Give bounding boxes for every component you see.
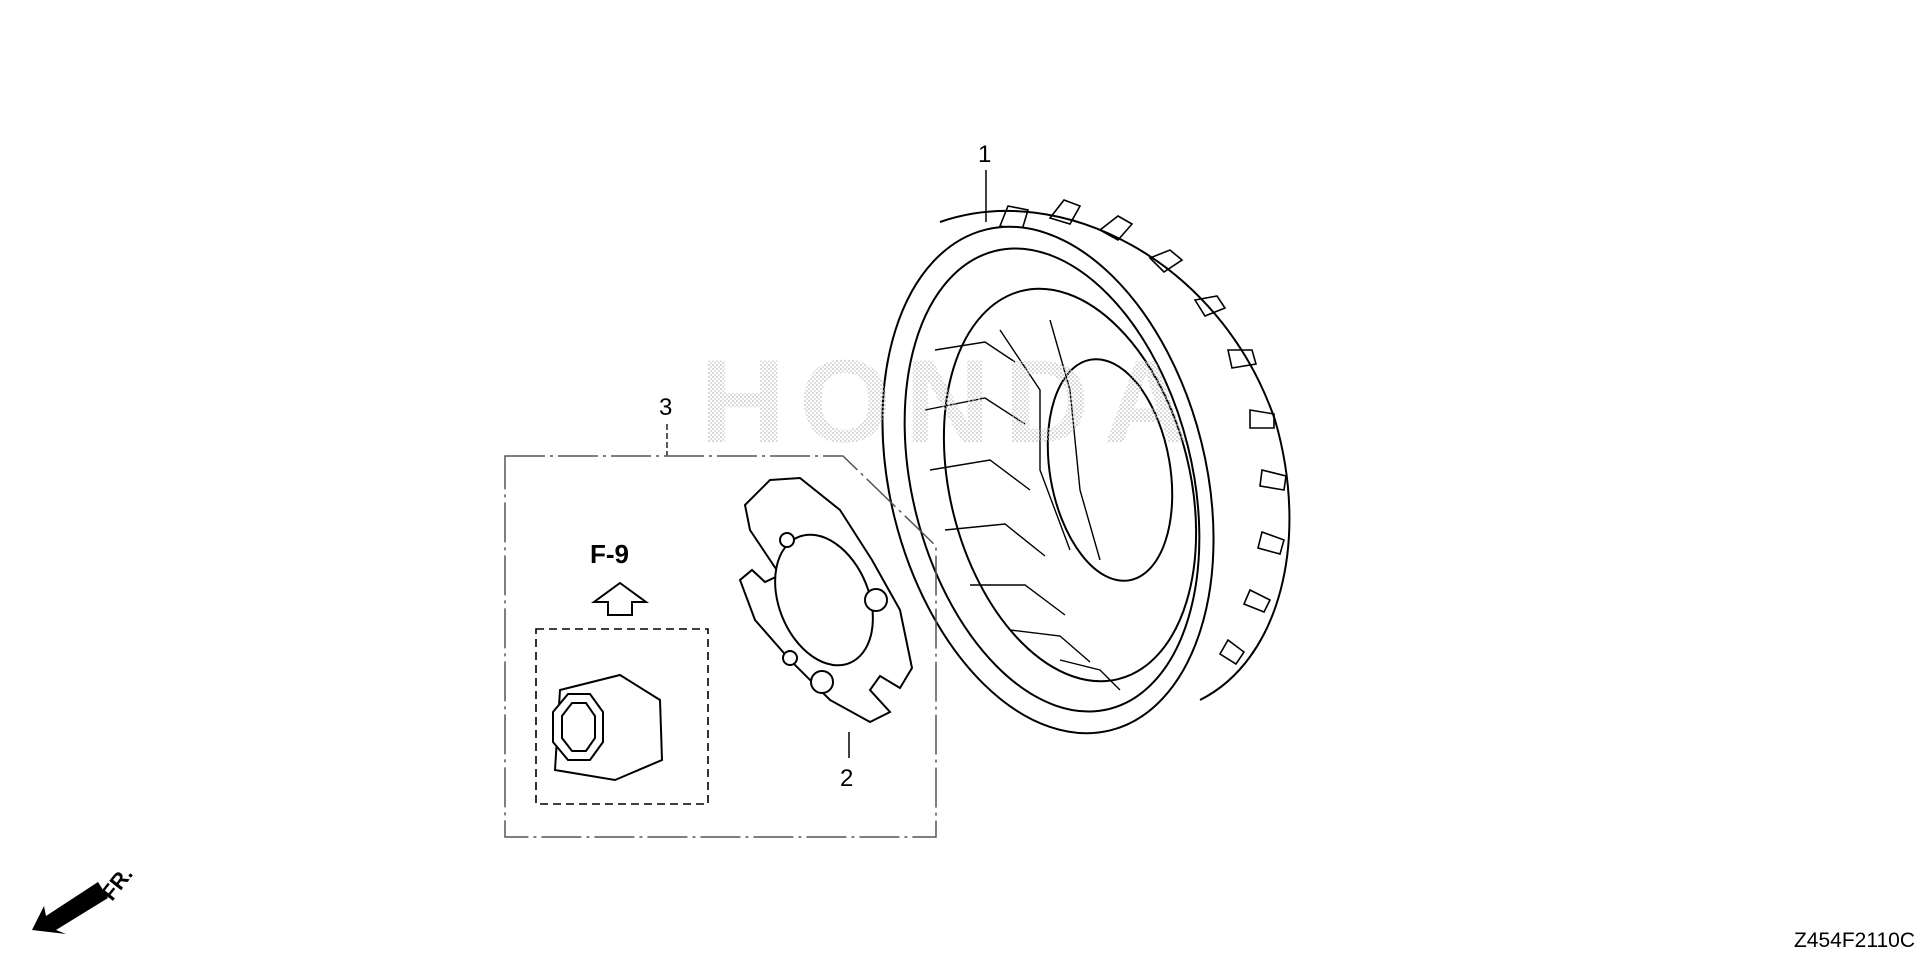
- front-direction-arrow-icon: [32, 882, 108, 934]
- arrow-up-icon: [590, 581, 650, 616]
- flywheel-drawing: [881, 199, 1291, 735]
- collar-drawing: [552, 673, 664, 782]
- reference-label[interactable]: F-9: [590, 539, 629, 569]
- callout-3[interactable]: 3: [659, 394, 672, 421]
- drawing-code: Z454F2110C: [1794, 929, 1915, 952]
- callout-2[interactable]: 2: [840, 765, 853, 792]
- callout-1[interactable]: 1: [978, 141, 991, 168]
- plate-drawing: [738, 476, 914, 724]
- kit-box: [504, 455, 937, 838]
- honda-watermark: HONDA: [700, 336, 1203, 468]
- collar-box: [535, 628, 709, 805]
